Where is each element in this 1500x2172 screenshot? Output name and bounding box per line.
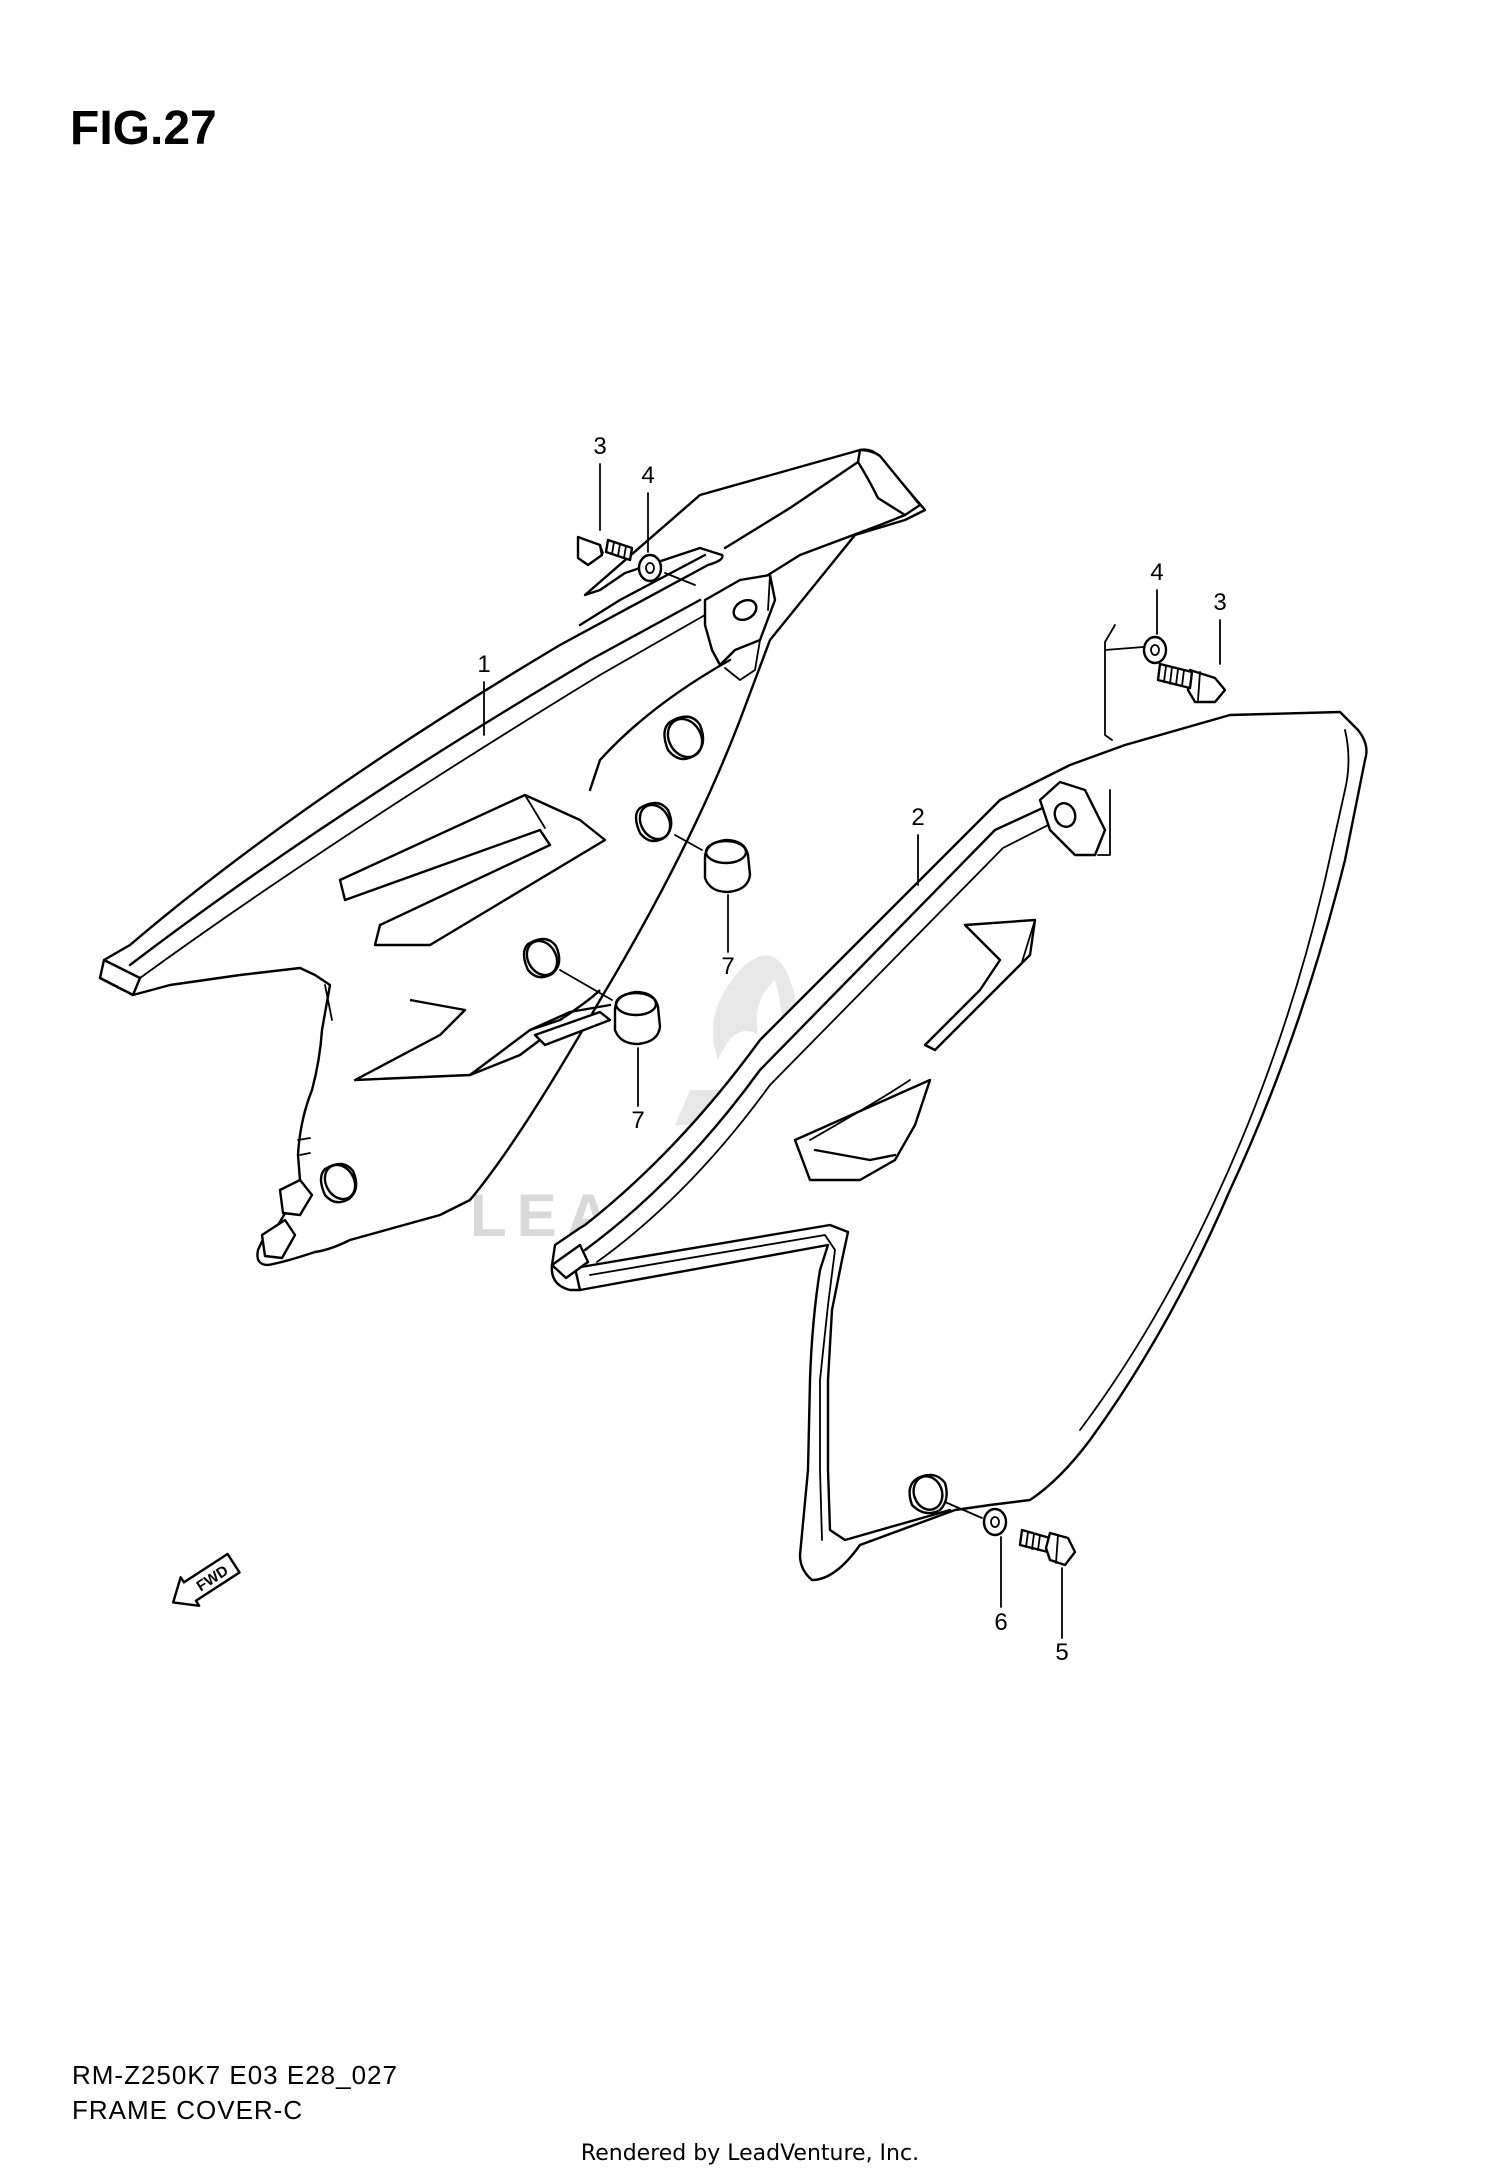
cushion-upper bbox=[703, 838, 752, 894]
leader-right-top-bracket bbox=[1104, 624, 1116, 741]
callout-6: 6 bbox=[994, 1609, 1007, 1636]
leader-right-top-down bbox=[1097, 789, 1111, 856]
callout-5: 5 bbox=[1055, 1639, 1068, 1666]
callout-1: 1 bbox=[477, 651, 490, 678]
cushion-lower bbox=[613, 990, 662, 1046]
leader-left-top bbox=[664, 572, 696, 586]
callout-3-left: 3 bbox=[593, 433, 606, 460]
callout-3-right: 3 bbox=[1213, 589, 1226, 616]
bolt-right-top bbox=[1156, 662, 1227, 704]
leader-cushion-upper bbox=[674, 834, 703, 851]
section-name: FRAME COVER-C bbox=[72, 2095, 303, 2125]
model-code: RM-Z250K7 E03 E28_027 bbox=[72, 2060, 398, 2090]
callout-4-left: 4 bbox=[641, 462, 654, 489]
callout-7-upper: 7 bbox=[721, 953, 734, 980]
callout-2: 2 bbox=[911, 804, 924, 831]
callout-4-right: 4 bbox=[1150, 559, 1163, 586]
figure-title: FIG.27 bbox=[70, 102, 217, 155]
bolt-right-bottom bbox=[1018, 1528, 1077, 1567]
leader-cushion-lower bbox=[559, 969, 613, 1001]
washer-right-top bbox=[1142, 635, 1168, 665]
frame-cover-left bbox=[98, 448, 927, 1267]
leader-right-top bbox=[1104, 646, 1144, 651]
render-credit: Rendered by LeadVenture, Inc. bbox=[581, 2141, 919, 2166]
washer-right-bottom bbox=[982, 1507, 1008, 1537]
washer-left-top bbox=[637, 553, 663, 583]
callouts: 1 2 3 4 3 4 5 6 7 7 bbox=[477, 433, 1226, 1666]
leader-right-bottom bbox=[944, 1501, 983, 1519]
frame-cover-right bbox=[550, 710, 1368, 1582]
fwd-arrow-icon: FWD bbox=[171, 1552, 241, 1607]
callout-7-lower: 7 bbox=[631, 1107, 644, 1134]
bolt-left-top bbox=[576, 535, 634, 567]
